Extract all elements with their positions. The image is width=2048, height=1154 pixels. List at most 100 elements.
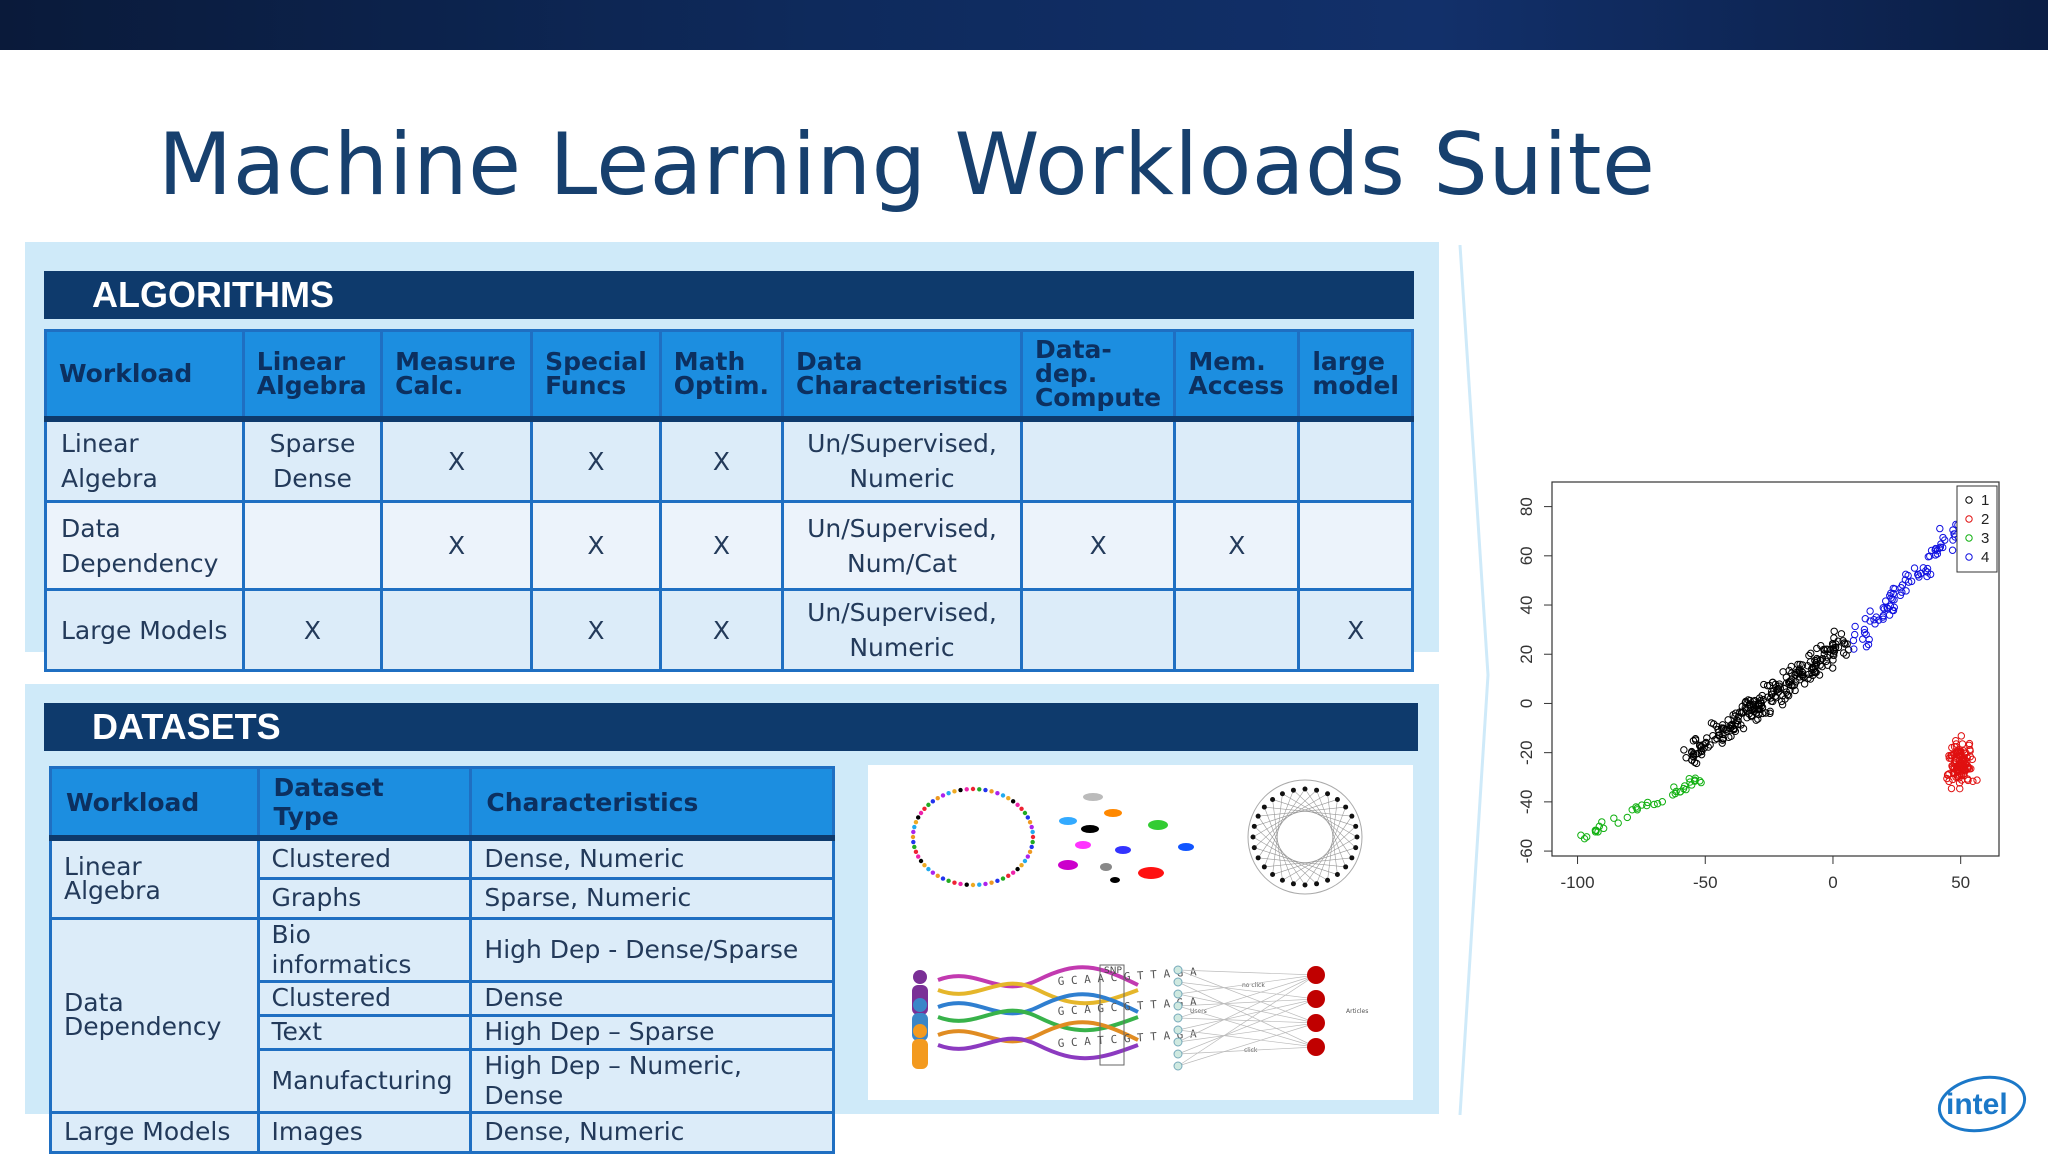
graph-node xyxy=(1349,813,1355,819)
graph-edge xyxy=(1257,816,1306,886)
algorithms-header-line: Access xyxy=(1188,371,1285,400)
algorithms-header-line: Data-dep. xyxy=(1034,335,1112,388)
graph-node xyxy=(1251,823,1257,829)
graph-node xyxy=(1270,872,1276,878)
user-node xyxy=(1173,1049,1183,1059)
graph-edge xyxy=(1264,806,1352,817)
ring-dot xyxy=(911,839,916,845)
ring-dot xyxy=(1019,806,1024,811)
bipartite-edge xyxy=(1177,1022,1317,1067)
scatter-point xyxy=(1803,662,1812,670)
ring-dot xyxy=(912,844,917,850)
algorithms-header-line: Calc. xyxy=(395,371,464,400)
ring-dot xyxy=(1030,829,1035,835)
datasets-banner: DATASETS xyxy=(44,703,1418,751)
no-click-label: no click xyxy=(1242,982,1265,989)
dataset-type-cell: Clustered xyxy=(256,836,473,880)
algorithms-cell xyxy=(1173,417,1301,503)
scatter-point xyxy=(1830,651,1838,660)
scatter-point xyxy=(1851,622,1859,631)
graph-edge xyxy=(1293,826,1356,885)
scatter-point xyxy=(1935,544,1943,552)
scatter-point xyxy=(1862,643,1871,651)
scatter-point xyxy=(1768,678,1777,687)
scatter-point xyxy=(1700,744,1708,752)
ring-dot xyxy=(1025,854,1031,859)
scatter-point xyxy=(1704,743,1712,751)
connector-arrow xyxy=(1458,245,1490,1115)
ring-dot xyxy=(1006,795,1011,801)
scatter-point xyxy=(1594,828,1602,836)
algorithms-cell xyxy=(1173,588,1301,672)
scatter-point xyxy=(1737,721,1745,729)
algorithms-cell: X xyxy=(658,417,785,503)
scatter-point xyxy=(1956,749,1964,758)
scatter-point xyxy=(1967,764,1975,773)
scatter-point xyxy=(1650,800,1658,809)
algorithms-header-line: Mem. xyxy=(1188,347,1266,376)
scatter-point xyxy=(1653,799,1662,808)
bipartite-edge xyxy=(1177,1022,1317,1043)
graph-edge xyxy=(1304,788,1353,858)
y-tick-label: -20 xyxy=(1517,740,1536,765)
ring-dot xyxy=(913,849,919,855)
algorithms-cell: X xyxy=(1297,588,1414,672)
algorithms-cell: X xyxy=(380,500,534,591)
ring-dot xyxy=(911,829,916,835)
graph-node xyxy=(1314,787,1320,793)
scatter-point xyxy=(1731,712,1739,721)
graph-node xyxy=(1255,855,1261,861)
graph-node xyxy=(1251,845,1257,851)
scatter-point xyxy=(1643,801,1651,810)
scatter-point xyxy=(1757,699,1765,707)
ring-cluster-icon xyxy=(910,786,1036,888)
ring-dot xyxy=(983,787,988,793)
scatter-point xyxy=(1722,727,1731,735)
scatter-point xyxy=(1718,739,1726,747)
characteristics-cell: High Dep – Numeric, Dense xyxy=(469,1047,835,1114)
plot-frame xyxy=(1551,481,2000,857)
scatter-point xyxy=(1658,798,1667,806)
scatter-point xyxy=(1715,731,1724,739)
graph-node xyxy=(1290,787,1296,793)
graph-node xyxy=(1354,834,1360,840)
graph-edge xyxy=(1282,793,1358,838)
scatter-point xyxy=(1818,654,1827,663)
algorithms-cell: Un/Supervised, Num/Cat xyxy=(781,500,1023,591)
ring-dot xyxy=(935,795,940,801)
scatter-point xyxy=(1598,818,1606,826)
ring-dot xyxy=(918,810,924,816)
graph-edge xyxy=(1316,806,1346,884)
scatter-point xyxy=(1671,789,1679,798)
algorithms-header-line: Data xyxy=(796,347,863,376)
graph-edge xyxy=(1272,793,1283,875)
ring-dot xyxy=(940,876,946,881)
scatter-point xyxy=(1689,737,1698,745)
graph-outline xyxy=(1247,779,1363,895)
graph-node xyxy=(1302,786,1308,792)
algorithms-cell xyxy=(1019,588,1177,672)
scatter-point xyxy=(1860,628,1869,637)
scatter-point xyxy=(1830,647,1839,656)
scatter-point xyxy=(1760,680,1768,689)
ring-dot xyxy=(926,866,931,872)
scatter-point xyxy=(1822,645,1830,653)
scatter-point xyxy=(1952,767,1961,775)
ring-dot xyxy=(913,819,919,825)
legend-label: 1 xyxy=(1981,492,1989,509)
dataset-illustrations: SNP G C A A C G T T A G A G C A G C G T … xyxy=(868,765,1413,1100)
scatter-point xyxy=(1931,551,1940,559)
user-node xyxy=(1173,965,1183,975)
characteristics-cell: Dense, Numeric xyxy=(469,836,835,880)
scatter-point xyxy=(1743,699,1751,707)
ring-dot xyxy=(915,815,921,820)
ring-dot xyxy=(935,873,940,879)
ring-dot xyxy=(1030,834,1036,840)
ring-dot xyxy=(1010,870,1016,875)
